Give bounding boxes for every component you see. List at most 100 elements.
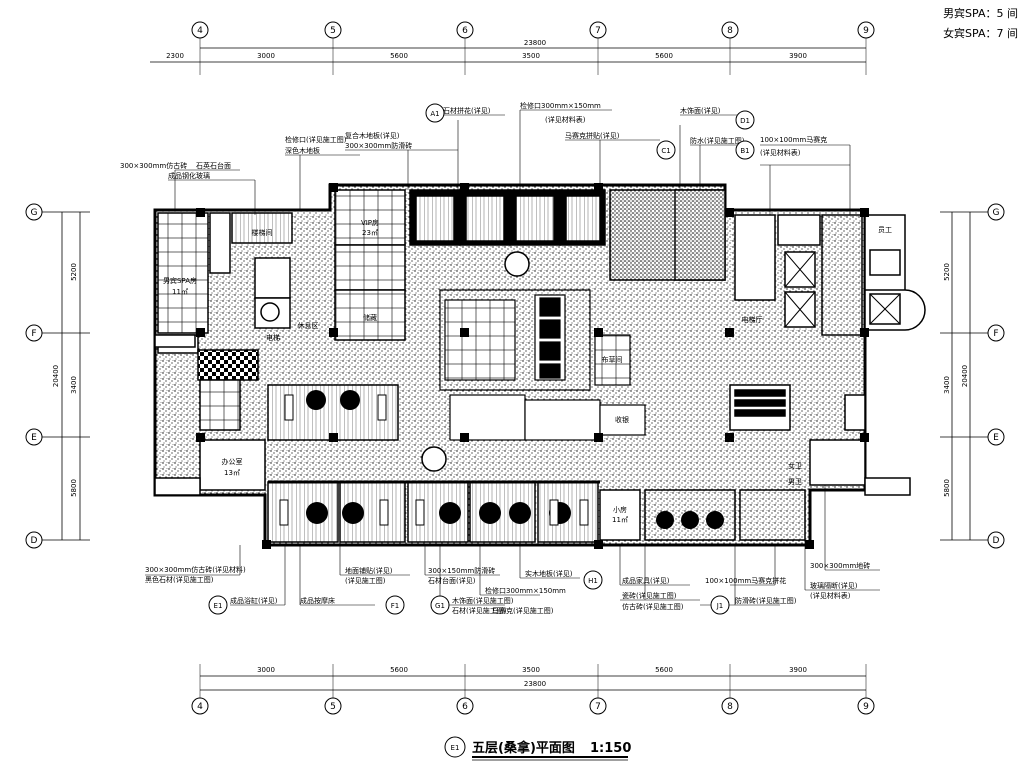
- right-span-3: 5800: [943, 479, 951, 497]
- svg-text:C1: C1: [661, 147, 670, 155]
- male-vip-area: 11㎡: [172, 288, 188, 296]
- axis-6-bottom: 6: [456, 697, 474, 715]
- top-total-dim: 23800: [524, 39, 546, 47]
- left-axis-bubbles: G F E D: [25, 203, 43, 549]
- anno-b8: 石材台面(详见): [428, 576, 476, 585]
- vip-room-label: VIP房: [361, 218, 379, 227]
- anno-a14: 100×100mm马赛克: [760, 135, 827, 144]
- bottom-span-3: 3500: [522, 666, 540, 674]
- axis-D-right: D: [987, 531, 1005, 549]
- top-annotations: 300×300mm仿古砖 石英石台面 成品钢化玻璃 检修口(详见施工图) 深色木…: [120, 101, 827, 180]
- left-span-1: 5200: [70, 263, 78, 281]
- stair-label: 楼梯间: [252, 228, 273, 237]
- svg-text:4: 4: [197, 702, 203, 712]
- bottom-dimensions: [200, 675, 866, 691]
- small-room-label: 小房: [613, 505, 627, 514]
- svg-text:8: 8: [727, 26, 733, 36]
- top-axis-leaders: [199, 38, 867, 75]
- anno-a4: 检修口(详见施工图): [285, 135, 347, 144]
- balconies: [154, 334, 911, 496]
- svg-text:B1: B1: [740, 147, 749, 155]
- svg-text:H1: H1: [588, 577, 598, 585]
- svg-text:9: 9: [863, 702, 869, 712]
- lounge-label: 休息区: [298, 321, 319, 330]
- anno-b14: 成品家具(详见): [622, 576, 670, 585]
- svg-text:D: D: [993, 536, 1000, 546]
- svg-text:J1: J1: [716, 602, 724, 610]
- callout-c4: B1: [735, 140, 755, 160]
- axis-7-top: 7: [589, 21, 607, 39]
- top-leaders: [168, 109, 851, 215]
- svg-text:F: F: [993, 329, 998, 339]
- staff-label: 员工: [878, 226, 892, 234]
- axis-G-left: G: [25, 203, 43, 221]
- anno-b6: (详见施工图): [345, 576, 386, 585]
- right-span-2: 3400: [943, 376, 951, 394]
- anno-b11: 检修口300mm×150mm: [485, 586, 566, 595]
- right-total-dim: 20400: [961, 365, 969, 387]
- small-room-area: 11㎡: [612, 516, 628, 524]
- svg-text:G1: G1: [435, 602, 445, 610]
- office-label: 办公室: [222, 457, 243, 466]
- anno-b21: (详见材料表): [810, 591, 851, 600]
- svg-text:E: E: [993, 433, 999, 443]
- callout-c6: F1: [385, 595, 405, 615]
- anno-b1: 300×300mm仿古砖(详见材料): [145, 565, 246, 574]
- lift-lobby-label: 电梯厅: [742, 315, 763, 324]
- callout-c8: H1: [583, 570, 603, 590]
- svg-text:6: 6: [462, 702, 468, 712]
- axis-9-bottom: 9: [857, 697, 875, 715]
- anno-b20: 玻璃隔断(详见): [810, 581, 858, 590]
- axis-G-right: G: [987, 203, 1005, 221]
- male-vip-label: 男宾SPA房: [163, 276, 197, 285]
- top-span-3: 3500: [522, 52, 540, 60]
- svg-text:5: 5: [330, 702, 336, 712]
- top-dimensions: [150, 47, 866, 63]
- bottom-span-4: 5600: [655, 666, 673, 674]
- svg-text:D: D: [31, 536, 38, 546]
- callout-c1: A1: [425, 103, 445, 123]
- anno-a13: 防水(详见施工图): [690, 136, 745, 145]
- svg-text:E1: E1: [214, 602, 223, 610]
- bottom-annotations: 300×300mm仿古砖(详见材料) 黑色石材(详见施工图) 成品浴缸(详见) …: [145, 561, 870, 615]
- svg-text:9: 9: [863, 26, 869, 36]
- svg-text:7: 7: [595, 702, 601, 712]
- anno-a12: 木饰面(详见): [680, 106, 721, 115]
- elevator-left-label: 电梯: [266, 333, 280, 342]
- columns: [196, 183, 869, 549]
- right-axis-bubbles: G F E D: [987, 203, 1005, 549]
- bottom-callouts: E1 F1 G1 H1 J1: [208, 570, 730, 615]
- callout-c5: E1: [208, 595, 228, 615]
- axis-4-top: 4: [191, 21, 209, 39]
- wc-male-label: 男卫: [788, 478, 802, 486]
- anno-b15: 瓷砖(详见施工图): [622, 591, 677, 600]
- anno-b10: 石材(详见施工图): [452, 606, 507, 615]
- left-span-3: 5800: [70, 479, 78, 497]
- svg-text:7: 7: [595, 26, 601, 36]
- left-span-2: 3400: [70, 376, 78, 394]
- female-spa-count: 女宾SPA：7 间: [943, 27, 1018, 40]
- right-wing: [729, 214, 926, 486]
- axis-E-right: E: [987, 428, 1005, 446]
- anno-b13: 实木地板(详见): [525, 569, 573, 578]
- bottom-span-2: 5600: [390, 666, 408, 674]
- anno-b17: 100×100mm马赛克拼花: [705, 576, 786, 585]
- anno-b9: 木饰面(详见施工图): [452, 596, 514, 605]
- anno-b12: 马赛克(详见施工图): [492, 606, 554, 615]
- svg-text:8: 8: [727, 702, 733, 712]
- svg-text:E1: E1: [451, 744, 460, 752]
- callout-c7: G1: [430, 595, 450, 615]
- right-span-1: 5200: [943, 263, 951, 281]
- anno-a7: 300×300mm防滑砖: [345, 141, 412, 150]
- bottom-axis-bubbles: 4 5 6 7 8 9: [191, 697, 875, 715]
- vip-room-area: 23㎡: [362, 229, 378, 237]
- top-span-2: 5600: [390, 52, 408, 60]
- svg-text:G: G: [993, 208, 1000, 218]
- left-total-dim: 20400: [52, 365, 60, 387]
- anno-b19: 300×300mm地砖: [810, 561, 870, 570]
- anno-a15: (详见材料表): [760, 148, 801, 157]
- anno-a11: 马赛克拼贴(详见): [565, 131, 620, 140]
- anno-a10: (详见材料表): [545, 115, 586, 124]
- spa-beds-lower: [279, 394, 589, 526]
